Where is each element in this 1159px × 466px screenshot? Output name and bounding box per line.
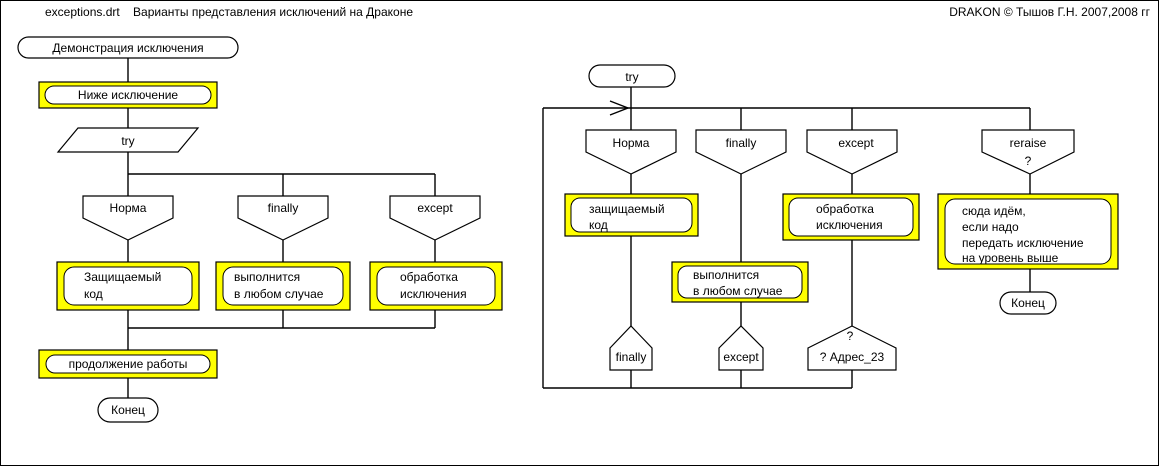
right-act-reraise-line3: передать исключение [962,236,1084,250]
right-diagram: try Норма finally except reraise ? защищ… [542,64,1119,389]
left-try-label: try [121,134,134,148]
right-act-reraise-line1: сюда идём, [962,204,1026,218]
right-goto-finally-label: finally [616,350,647,364]
right-act-except-line2: исключения [816,218,883,232]
left-try-input [56,127,200,153]
right-act-norma-line2: код [589,218,608,232]
left-end-label: Конец [111,403,145,417]
right-act-except-line1: обработка [816,202,874,216]
right-branch-finally-label: finally [726,136,757,150]
right-branch-reraise [981,129,1075,175]
right-branch-except [806,129,898,175]
left-continue-label: продолжение работы [69,357,188,371]
right-branch-reraise-label: reraise [1010,136,1047,150]
right-goto-address-label: ? Адрес_23 [820,350,885,364]
right-act-finally-line2: в любом случае [693,284,783,298]
right-branch-norma-label: Норма [613,136,650,150]
left-act-norma-line2: код [84,287,103,301]
left-branch-norma-label: Норма [110,201,147,215]
right-goto-address [807,325,897,371]
right-title-label: try [625,70,638,84]
left-branch-except-label: except [417,201,453,215]
file-title: exceptions.drt Варианты представления ис… [45,5,413,19]
right-end-terminator [999,291,1057,315]
left-act-norma-line1: Защищаемый [84,270,161,284]
left-act-finally-line2: в любом случае [234,287,324,301]
left-title-terminator [17,36,239,59]
left-branch-finally-label: finally [268,201,299,215]
right-branch-finally [695,129,787,175]
right-goto-finally [609,325,653,371]
right-goto-except [718,325,764,371]
left-below-label: Ниже исключение [78,88,178,102]
right-act-norma-line1: защищаемый [589,202,665,216]
left-branch-norma [82,195,174,241]
left-act-finally-line1: выполнится [234,270,300,284]
right-goto-except-label: except [723,350,759,364]
left-branch-finally [237,195,329,241]
left-branch-except [389,195,481,241]
left-act-except-line2: исключения [400,287,467,301]
right-end-label: Конец [1011,296,1045,310]
left-act-except-line1: обработка [400,270,458,284]
left-end-terminator [97,397,159,423]
left-title: Демонстрация исключения [52,41,203,55]
right-act-finally-line1: выполнится [693,268,759,282]
copyright: DRAKON © Тышов Г.Н. 2007,2008 гг [949,5,1150,19]
right-act-reraise-line2: если надо [962,220,1019,234]
loop-arrow-icon [609,100,630,116]
left-diagram: Демонстрация исключения Ниже исключение … [17,36,503,423]
right-goto-address-q: ? [847,329,854,343]
right-branch-reraise-q: ? [1025,154,1032,168]
right-branch-norma [585,129,677,175]
right-title-terminator [588,64,676,88]
right-act-reraise-line4: на уровень выше [962,251,1059,265]
right-branch-except-label: except [838,136,874,150]
